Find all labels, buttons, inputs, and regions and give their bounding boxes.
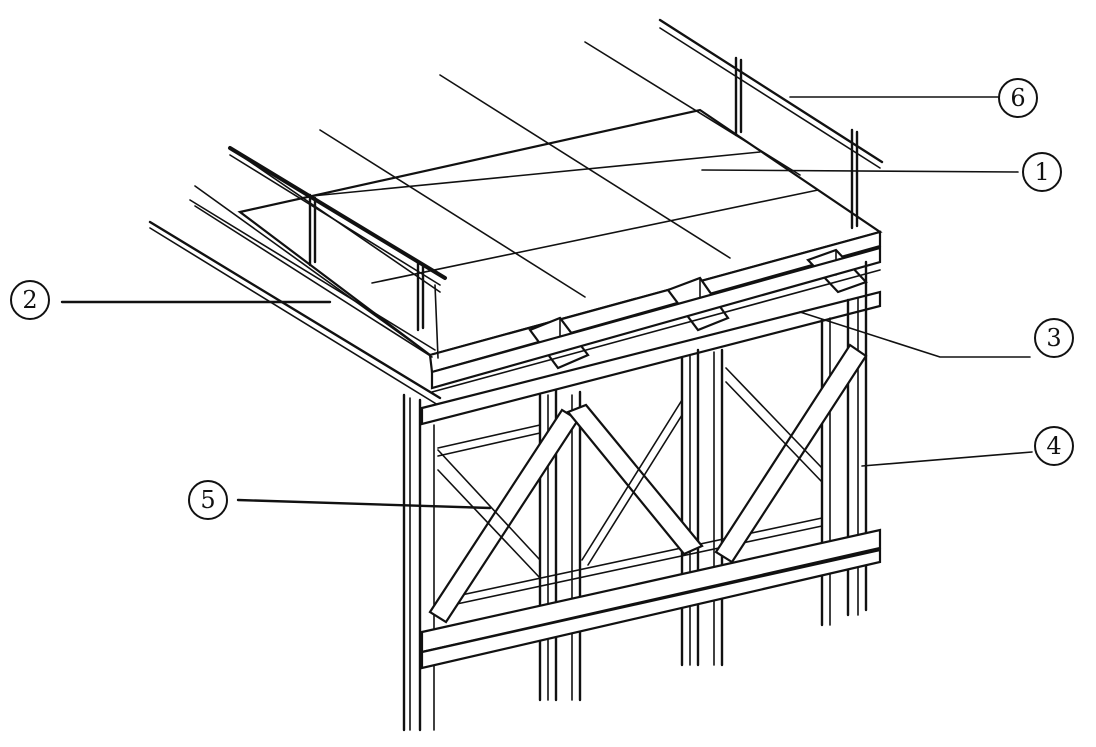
callout-6: 6 xyxy=(998,78,1038,118)
callout-2: 2 xyxy=(10,280,50,320)
handrail xyxy=(658,18,884,230)
cross-bracing xyxy=(428,343,868,624)
lower-beams xyxy=(420,424,882,670)
callout-1: 1 xyxy=(1022,152,1062,192)
leader-3 xyxy=(799,311,1031,358)
leader-4 xyxy=(861,451,1033,467)
leader-1 xyxy=(701,169,1019,173)
left-handrail xyxy=(228,146,447,359)
leader-lines xyxy=(60,96,1033,510)
callout-4: 4 xyxy=(1034,426,1074,466)
main-beam-upper xyxy=(420,246,882,426)
leader-5 xyxy=(236,498,492,510)
callout-5: 5 xyxy=(188,480,228,520)
callout-3: 3 xyxy=(1034,318,1074,358)
side-beam xyxy=(148,199,442,406)
